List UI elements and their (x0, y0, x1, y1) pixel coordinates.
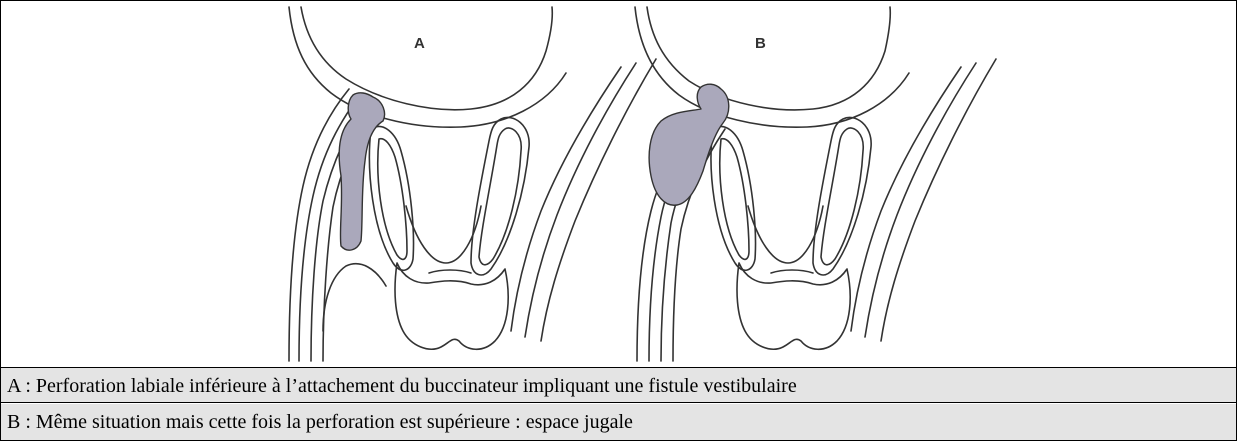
caption-a: A : Perforation labiale inférieure à l’a… (1, 368, 1236, 403)
panel-b-cortex-right-2 (865, 63, 976, 337)
panel-a-sinus (301, 7, 552, 110)
panel-a-pulp (406, 206, 481, 263)
dental-illustration: A (1, 1, 1236, 367)
panel-b-label: B (755, 35, 766, 52)
panel-a-cortex-right-1 (511, 67, 621, 331)
panel-a-crown (395, 263, 508, 349)
panel-b-root-right-inner (821, 128, 863, 265)
panel-a-label: A (414, 35, 425, 52)
panel-b-cortex-right-1 (851, 67, 961, 331)
panel-b-crown (737, 263, 850, 349)
panel-a-cej (429, 270, 471, 273)
panel-a-root-right-inner (479, 128, 521, 265)
caption-b: B : Même situation mais cette fois la pe… (1, 404, 1236, 440)
panel-b-drawing (635, 7, 996, 361)
panel-a-vestibule (323, 264, 386, 331)
panel-a-drawing (289, 7, 656, 361)
panel-b-cej (771, 270, 813, 273)
illustration-cell: A (1, 1, 1236, 368)
panel-b-sinus (647, 7, 890, 110)
panel-b-pulp (748, 206, 823, 263)
panel-a-cortex-right-2 (525, 63, 636, 337)
